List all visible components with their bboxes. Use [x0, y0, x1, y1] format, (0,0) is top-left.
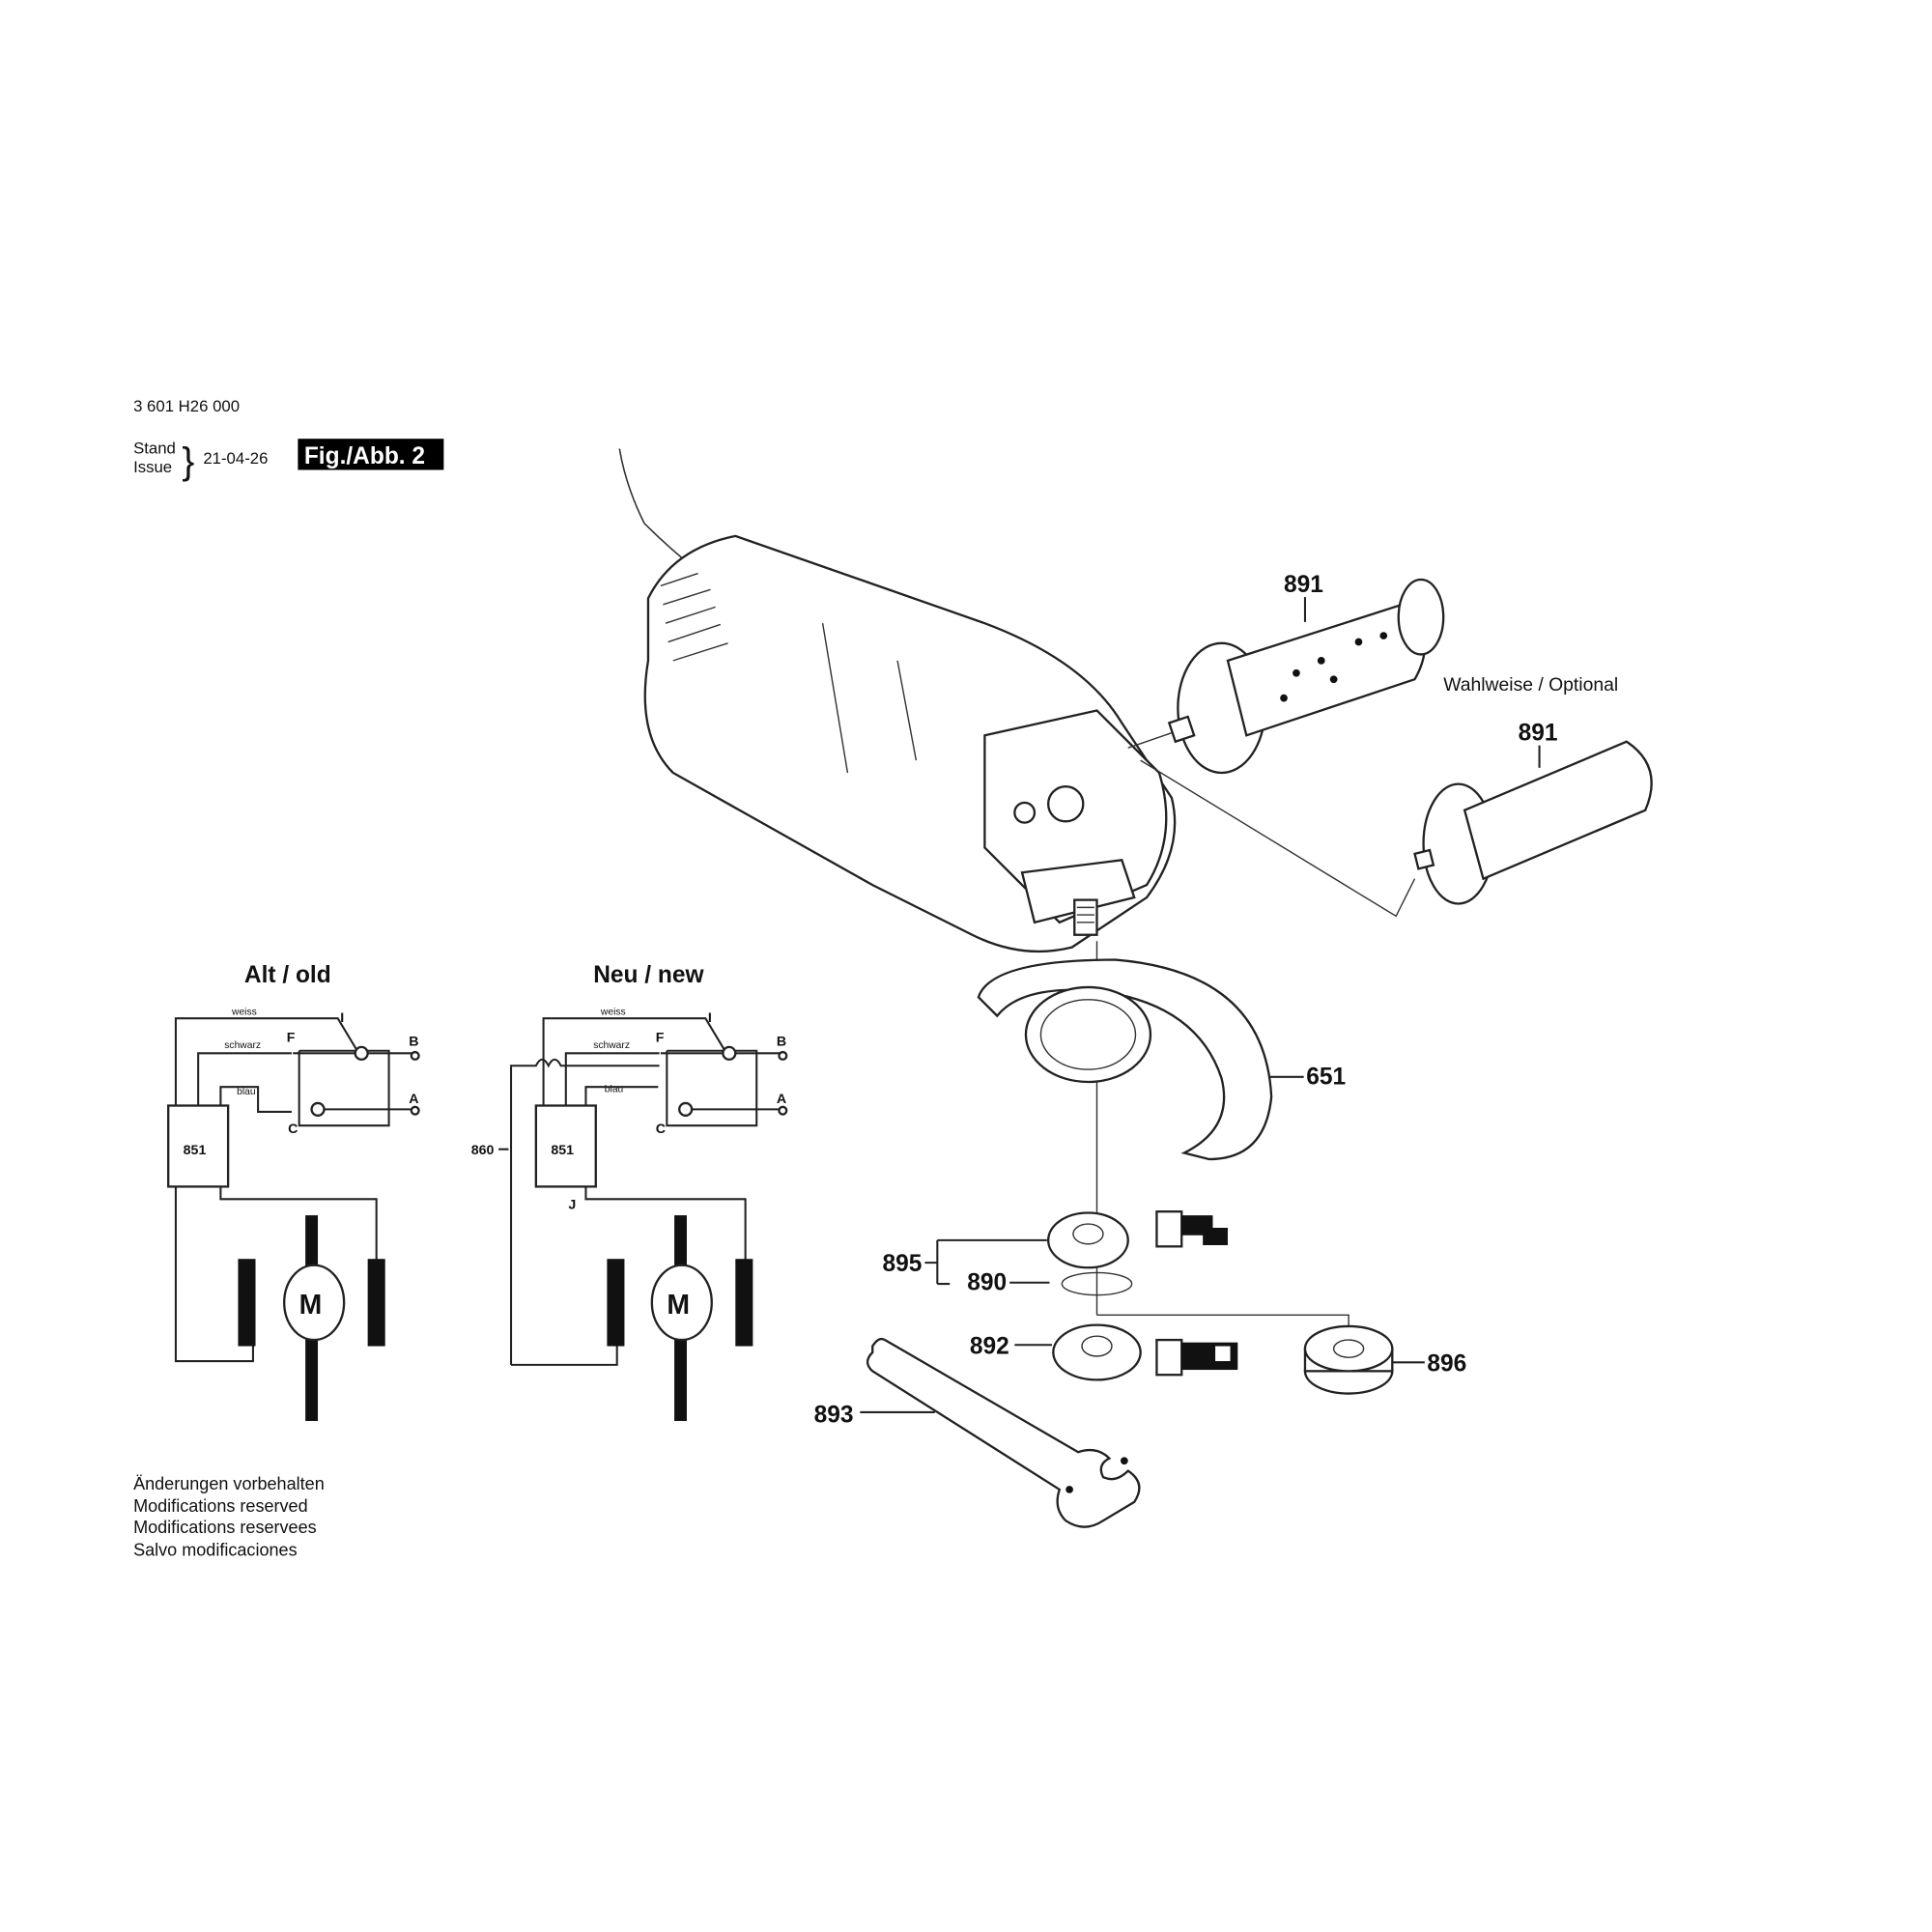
side-handle-grip — [1167, 578, 1445, 775]
wheel-guard — [977, 958, 1273, 1161]
stand-label: Stand — [133, 440, 176, 458]
side-handle-standard — [1413, 740, 1653, 905]
figure-label-bg — [298, 439, 444, 470]
component-851: 851 — [551, 1143, 574, 1158]
terminal-b: B — [409, 1035, 418, 1050]
terminal-i: I — [340, 1010, 344, 1026]
footer-line: Modifications reserved — [133, 1496, 308, 1516]
motor-symbol: M — [299, 1290, 323, 1321]
label-893: 893 — [814, 1402, 854, 1428]
terminal-c: C — [656, 1122, 666, 1137]
wire-label-blue: blau — [237, 1087, 256, 1097]
issue-date: 21-04-26 — [203, 449, 268, 468]
footer-line: Salvo modificaciones — [133, 1540, 298, 1559]
label-895: 895 — [883, 1251, 923, 1277]
terminal-b: B — [777, 1035, 786, 1050]
footer-line: Modifications reservees — [133, 1518, 317, 1537]
wiring-old-title: Alt / old — [244, 962, 331, 988]
label-892: 892 — [970, 1333, 1009, 1359]
part-number: 3 601 H26 000 — [133, 397, 240, 415]
terminal-i: I — [708, 1010, 712, 1026]
wiring-diagram-old: Alt / old weiss schwarz blau I F B A C 8… — [167, 962, 420, 1421]
wire-label-white: weiss — [600, 1007, 626, 1017]
issue-label: Issue — [133, 458, 172, 476]
figure-label: Fig./Abb. 2 — [304, 443, 425, 469]
optional-label: Wahlweise / Optional — [1443, 674, 1618, 696]
terminal-j: J — [568, 1198, 576, 1213]
brace: } — [182, 440, 194, 482]
label-890: 890 — [967, 1269, 1007, 1295]
flange-section-icon — [1155, 1210, 1228, 1248]
clamping-nut — [1052, 1323, 1142, 1381]
wire-label-blue: blau — [605, 1084, 624, 1094]
mounting-flange — [1047, 1211, 1129, 1269]
label-896: 896 — [1427, 1350, 1466, 1377]
component-851: 851 — [184, 1143, 207, 1158]
angle-grinder — [618, 448, 1177, 953]
label-651: 651 — [1306, 1065, 1346, 1091]
nut-section-icon — [1155, 1338, 1238, 1377]
two-pin-spanner — [866, 1337, 1141, 1528]
wiring-diagram-new: Neu / new weiss schwarz blau I F B A C 8… — [471, 962, 788, 1421]
quick-clamping-nut — [1303, 1324, 1394, 1395]
wire-label-black: schwarz — [593, 1040, 630, 1051]
wiring-new-title: Neu / new — [593, 962, 704, 988]
terminal-a: A — [777, 1092, 786, 1107]
o-ring — [1061, 1271, 1133, 1296]
terminal-c: C — [288, 1122, 298, 1137]
terminal-f: F — [287, 1031, 296, 1046]
wire-label-black: schwarz — [224, 1040, 261, 1051]
motor-symbol: M — [667, 1290, 690, 1321]
footer-line: Änderungen vorbehalten — [133, 1474, 325, 1493]
wire-label-white: weiss — [231, 1007, 257, 1017]
terminal-f: F — [656, 1031, 665, 1046]
label-891-grip: 891 — [1284, 572, 1323, 598]
footer-notice: Änderungen vorbehalten Modifications res… — [133, 1474, 325, 1559]
label-891-optional: 891 — [1519, 720, 1558, 746]
cable-860: 860 — [471, 1143, 495, 1158]
terminal-a: A — [409, 1092, 418, 1107]
